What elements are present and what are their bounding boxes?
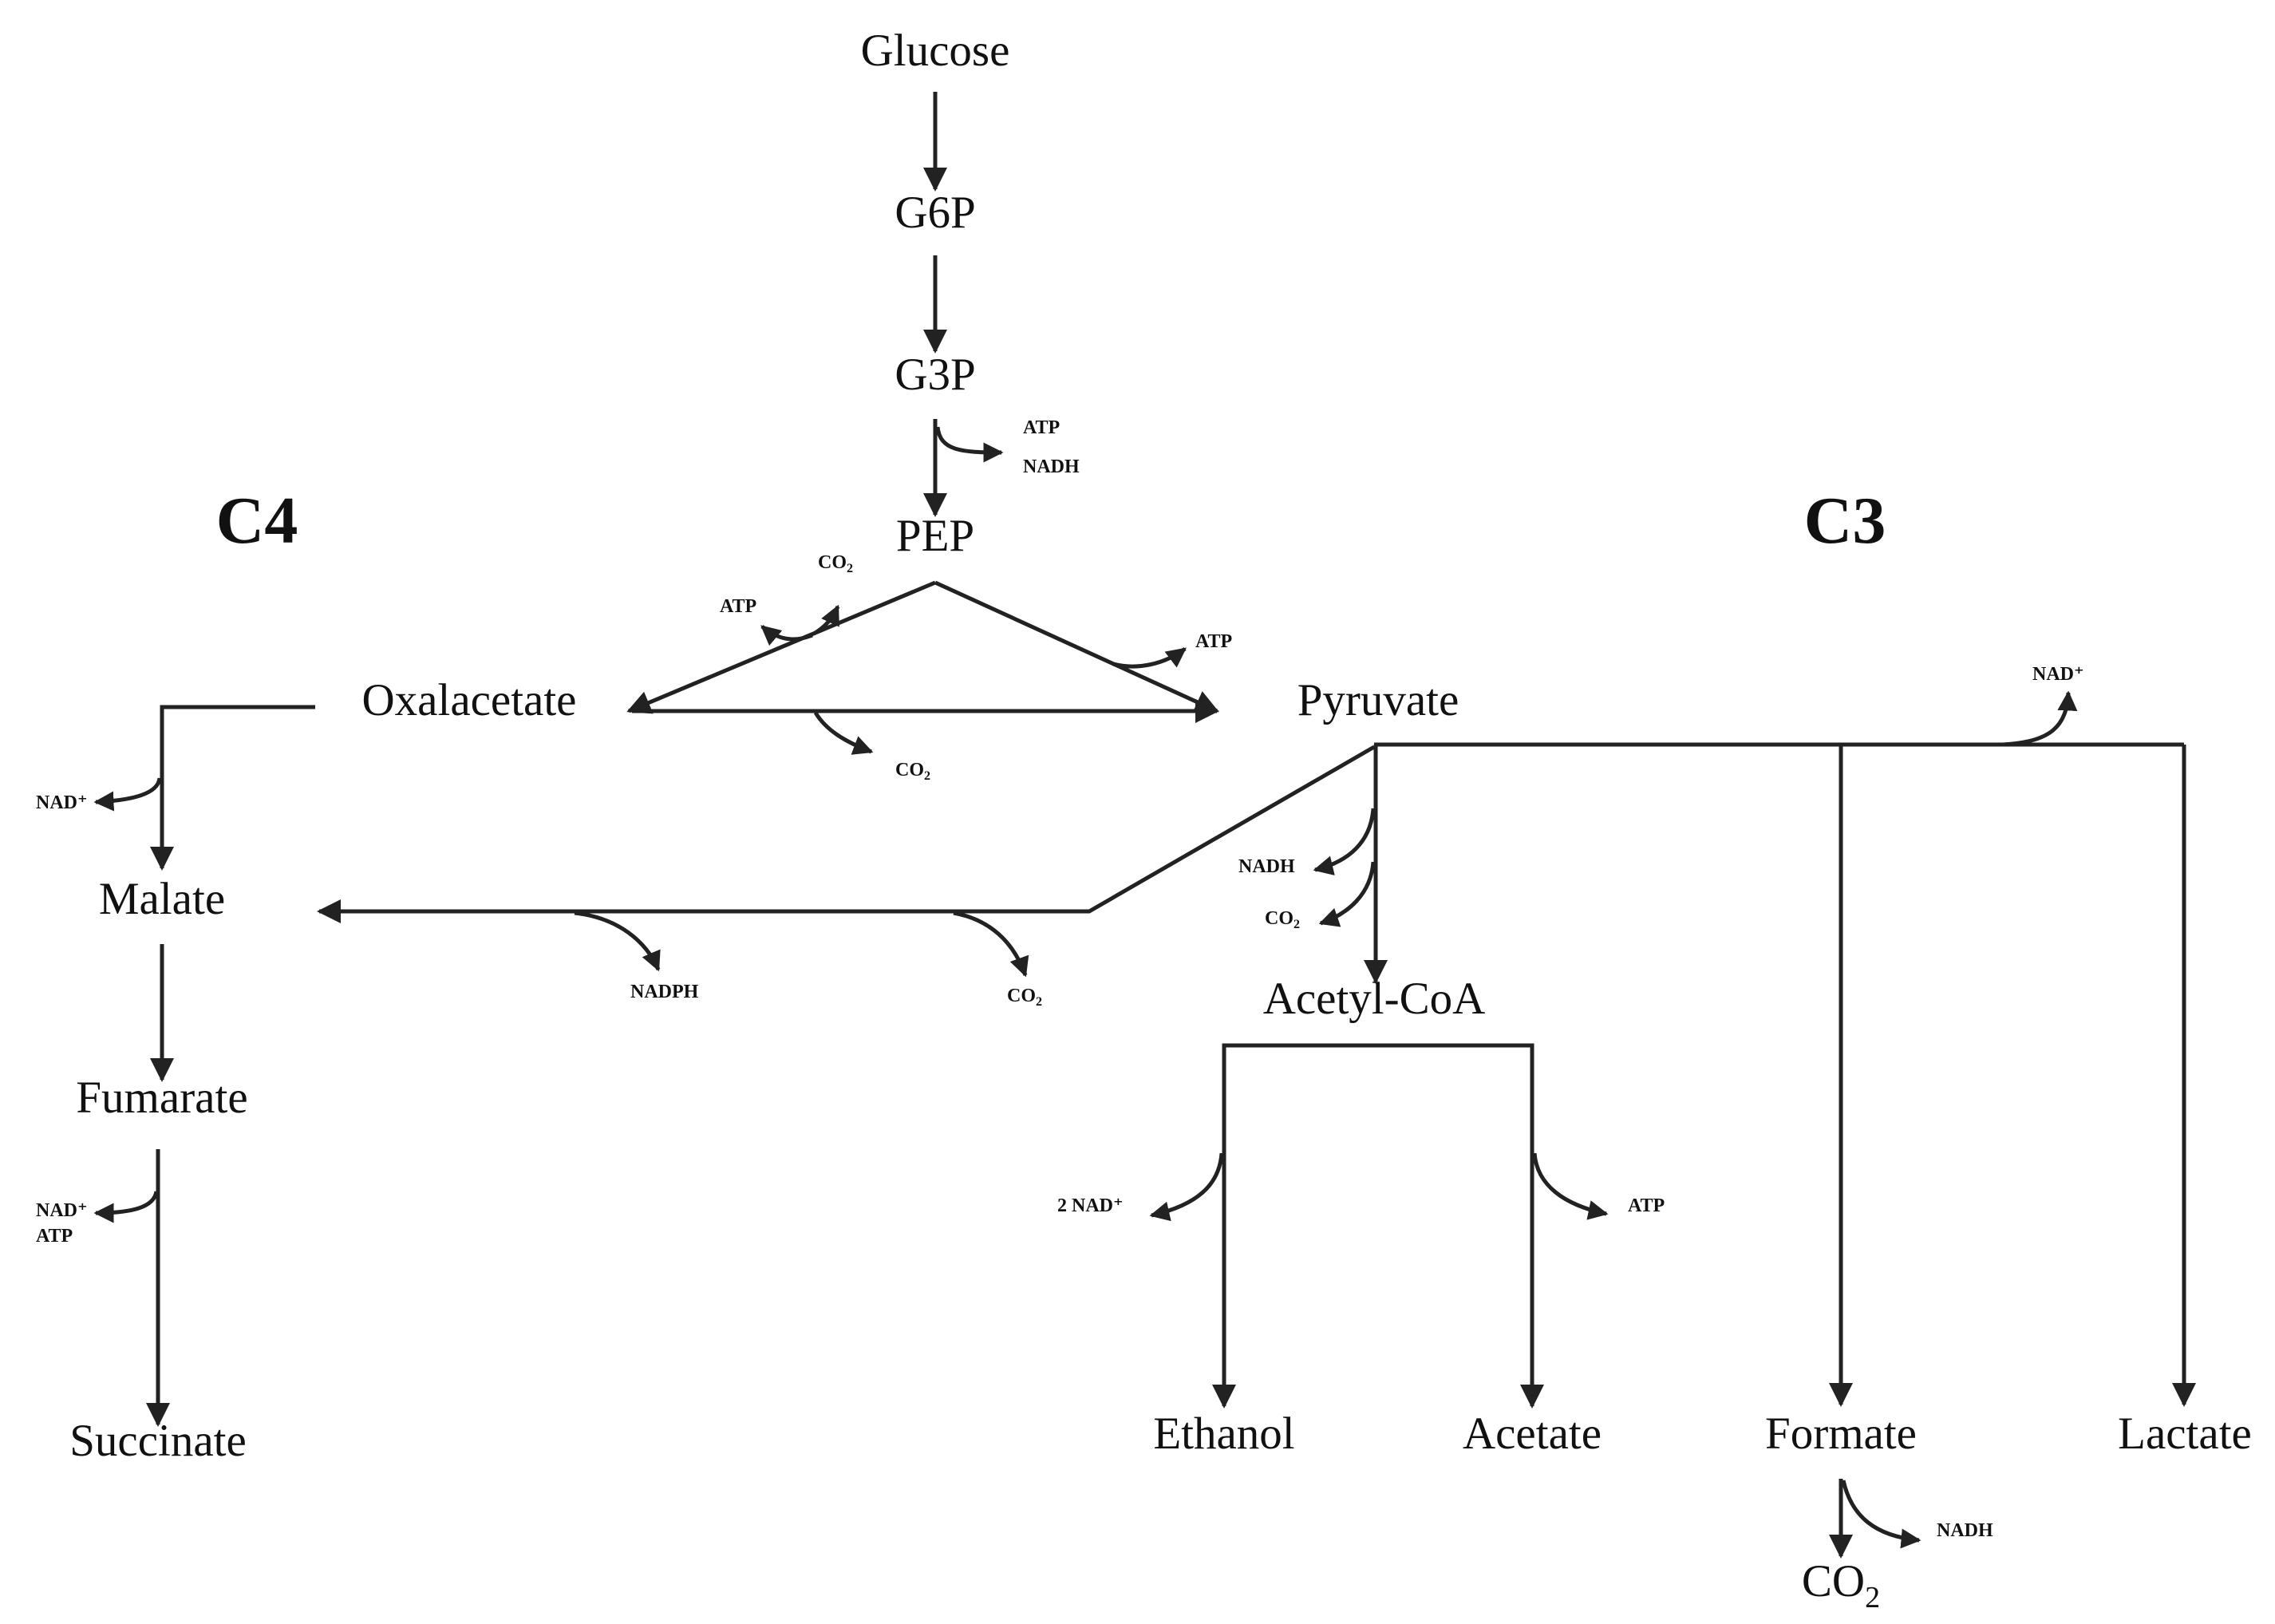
co2-subscript: 2 (924, 769, 930, 783)
cofactor-pep-pyr-atp: ATP (1195, 631, 1232, 652)
metabolite-g3p: G3P (895, 350, 975, 400)
cofactor-pyr-acoa-co2: CO2 (1265, 908, 1300, 931)
metabolite-pyruvate: Pyruvate (1297, 675, 1459, 725)
branch-formate-co2-nadh (1841, 1480, 1922, 1549)
cofactor-pyr-acoa-nadh: NADH (1238, 856, 1295, 877)
branch-acoa-acetate-atp (1532, 1152, 1609, 1220)
branch-pyr-acoa-co2 (1318, 861, 1376, 927)
group-label-c4: C4 (216, 484, 298, 558)
metabolite-malate: Malate (99, 874, 225, 924)
co2-text: CO (1802, 1556, 1865, 1606)
cofactor-pep-oaa-co2: CO2 (818, 552, 853, 575)
arrow-pep-pyruvate (934, 580, 1219, 713)
branch-oaa-pyr-co2 (813, 711, 874, 755)
branch-mal-pyr-nadph (574, 911, 661, 972)
branch-pep-oaa-co2 (812, 604, 840, 636)
metabolite-pep: PEP (896, 511, 974, 561)
co2-subscript: 2 (1036, 995, 1042, 1009)
co2-subscript: 2 (1294, 918, 1300, 931)
co2-text: CO (818, 552, 847, 573)
acetyl-coa-bar (1222, 1043, 1534, 1405)
branch-g3p-atp-nadh (935, 426, 1004, 463)
metabolite-glucose: Glucose (861, 26, 1010, 76)
branch-pep-pyr-atp (1112, 646, 1187, 669)
metabolite-co2: CO2 (1802, 1556, 1880, 1614)
metabolite-g6p: G6P (895, 188, 975, 238)
branch-pyr-acoa-nadh (1313, 808, 1376, 875)
arrow-oxalacetate-malate (150, 705, 315, 871)
co2-text: CO (1007, 986, 1036, 1006)
metabolite-ethanol: Ethanol (1153, 1409, 1294, 1459)
cofactor-g3p-atp: ATP (1023, 417, 1060, 438)
cofactor-oaa-pyr-co2: CO2 (895, 760, 930, 783)
metabolite-formate: Formate (1765, 1409, 1917, 1459)
cofactor-pyr-lactate-nad: NAD⁺ (2032, 664, 2084, 685)
metabolite-oxalacetate: Oxalacetate (362, 675, 577, 725)
cofactor-acoa-ethanol-nad: 2 NAD⁺ (1057, 1195, 1124, 1216)
branch-pyr-lactate-nad (2002, 690, 2078, 747)
branch-mal-pyr-co2 (953, 911, 1029, 978)
group-label-c3: C3 (1804, 484, 1886, 558)
metabolite-acetate: Acetate (1463, 1409, 1602, 1459)
branch-acoa-ethanol-nad (1149, 1152, 1224, 1222)
arrow-pep-oxalacetate (626, 580, 936, 714)
co2-subscript: 2 (1865, 1581, 1880, 1614)
branch-fum-suc-nad-atp (93, 1191, 159, 1223)
cofactor-acoa-acetate-atp: ATP (1628, 1195, 1665, 1216)
cofactor-mal-pyr-co2: CO2 (1007, 986, 1042, 1009)
cofactor-mal-pyr-nadph: NADPH (630, 982, 699, 1002)
arrow-pyruvate-malate (317, 745, 1376, 923)
metabolite-lactate: Lactate (2118, 1409, 2252, 1459)
branch-oaa-malate-nad (93, 777, 162, 812)
cofactor-oaa-malate-nad: NAD⁺ (36, 792, 88, 813)
cofactor-g3p-nadh: NADH (1023, 456, 1080, 477)
cofactor-pep-oaa-atp: ATP (720, 596, 756, 617)
co2-text: CO (895, 760, 924, 780)
cofactor-formate-co2-nadh: NADH (1937, 1520, 1993, 1541)
cofactor-fum-suc-atp: ATP (36, 1226, 73, 1247)
cofactor-fum-suc-nad: NAD⁺ (36, 1200, 88, 1221)
metabolite-fumarate: Fumarate (76, 1073, 247, 1123)
co2-text: CO (1265, 908, 1294, 929)
branch-pep-oaa-atp (760, 625, 813, 646)
co2-subscript: 2 (847, 562, 853, 575)
